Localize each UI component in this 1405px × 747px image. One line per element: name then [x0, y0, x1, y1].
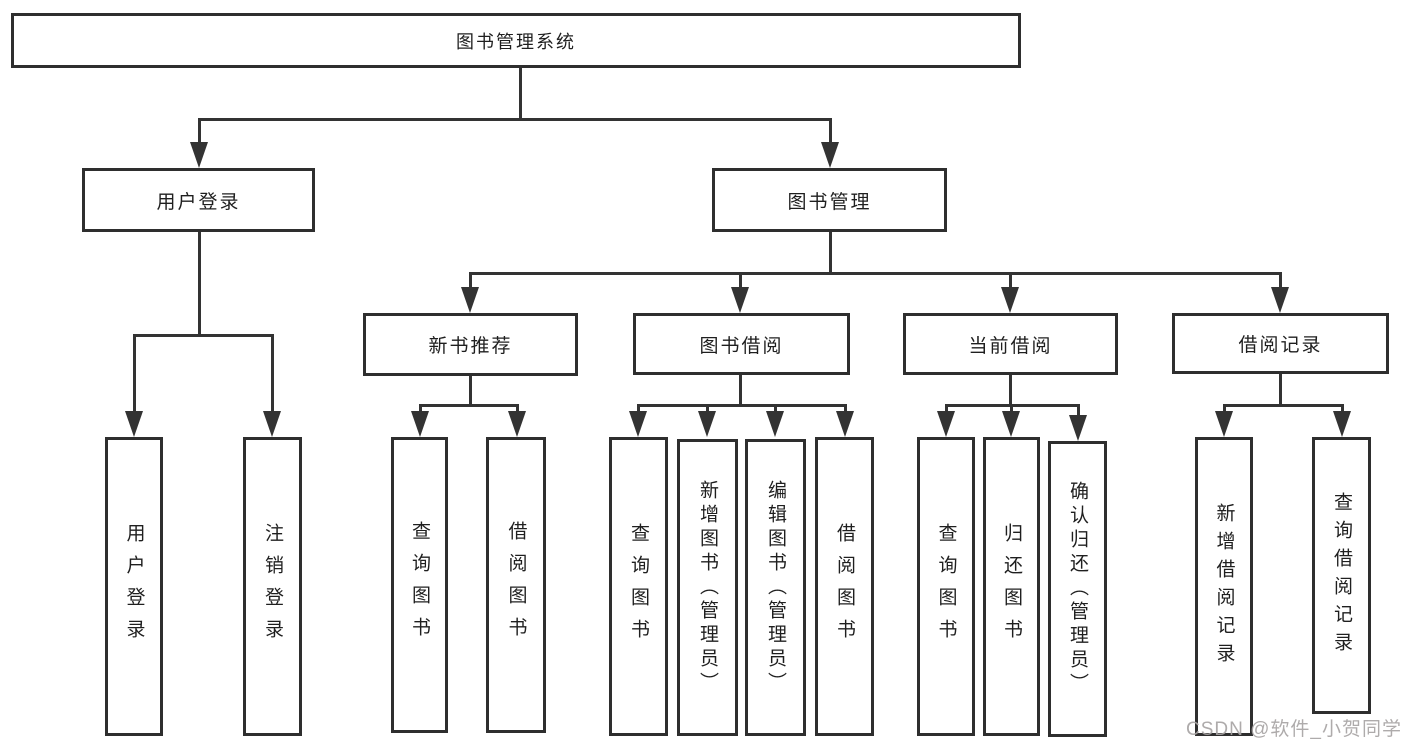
- connector-bookborrow-stem: [739, 375, 742, 407]
- leaf-bb-edit-books-admin: 编辑图书（管理员）: [745, 439, 806, 736]
- arrowhead-nb-borrow: [508, 411, 526, 437]
- connector-userlogin-rail: [133, 334, 274, 337]
- arrowhead-rec-add: [1215, 411, 1233, 437]
- leaf-user-login-label: 用户登录: [123, 522, 145, 651]
- leaf-nb-borrow-books-label: 借阅图书: [505, 521, 527, 649]
- leaf-rec-add-record-label: 新增借阅记录: [1213, 502, 1235, 671]
- leaf-nb-query-books: 查询图书: [391, 437, 448, 733]
- leaf-bb-borrow-books-label: 借阅图书: [834, 522, 855, 651]
- arrowhead-bb-borrow: [836, 411, 854, 437]
- node-book-borrowing-label: 图书借阅: [699, 335, 784, 357]
- arrowhead-new-book: [461, 287, 479, 313]
- connector-drop-book-mgmt: [829, 118, 832, 148]
- arrowhead-cb-return: [1002, 411, 1020, 437]
- node-user-login: 用户登录: [82, 168, 315, 232]
- connector-drop-leaf-login: [133, 334, 136, 412]
- leaf-logout-label: 注销登录: [262, 522, 283, 651]
- arrowhead-bb-edit: [766, 411, 784, 437]
- connector-drop-new-book: [469, 272, 472, 292]
- node-user-login-label: 用户登录: [156, 191, 241, 213]
- connector-drop-leaf-logout: [271, 334, 274, 412]
- node-new-book-recommend-label: 新书推荐: [428, 336, 513, 357]
- node-borrowing-records-label: 借阅记录: [1238, 335, 1323, 356]
- arrowhead-nb-query: [411, 411, 429, 437]
- arrowhead-current-borrow: [1001, 287, 1019, 313]
- node-book-management-label: 图书管理: [787, 191, 872, 213]
- connector-newbook-rail: [419, 404, 519, 407]
- connector-drop-cb-confirm: [1077, 404, 1080, 418]
- arrowhead-bb-add: [698, 411, 716, 437]
- leaf-cb-query-books-label: 查询图书: [935, 522, 957, 651]
- leaf-cb-return-books-label: 归还图书: [1001, 522, 1022, 651]
- leaf-bb-add-books-admin: 新增图书（管理员）: [677, 439, 738, 736]
- arrowhead-cb-confirm: [1069, 415, 1087, 441]
- leaf-bb-edit-books-admin-label: 编辑图书（管理员）: [765, 479, 786, 696]
- connector-userlogin-stem: [198, 232, 201, 337]
- arrowhead-user-login: [190, 142, 208, 168]
- leaf-bb-query-books: 查询图书: [609, 437, 668, 736]
- leaf-bb-borrow-books: 借阅图书: [815, 437, 874, 736]
- connector-drop-current-borrow: [1009, 272, 1012, 292]
- connector-records-rail: [1223, 404, 1344, 407]
- arrowhead-leaf-logout: [263, 411, 281, 437]
- leaf-user-login: 用户登录: [105, 437, 163, 736]
- connector-bookmgmt-rail: [469, 272, 1282, 275]
- arrowhead-borrow-records: [1271, 287, 1289, 313]
- node-new-book-recommend: 新书推荐: [363, 313, 578, 376]
- leaf-cb-return-books: 归还图书: [983, 437, 1040, 736]
- leaf-cb-confirm-return-admin-label: 确认归还（管理员）: [1067, 481, 1088, 697]
- arrowhead-bb-query: [629, 411, 647, 437]
- arrowhead-leaf-login: [125, 411, 143, 437]
- leaf-logout: 注销登录: [243, 437, 302, 736]
- connector-drop-borrow-records: [1279, 272, 1282, 292]
- leaf-bb-add-books-admin-label: 新增图书（管理员）: [697, 479, 718, 696]
- node-book-borrowing: 图书借阅: [633, 313, 850, 375]
- leaf-rec-query-record-label: 查询借阅记录: [1331, 491, 1352, 660]
- leaf-cb-confirm-return-admin: 确认归还（管理员）: [1048, 441, 1107, 737]
- node-current-borrowing: 当前借阅: [903, 313, 1118, 375]
- node-library-system: 图书管理系统: [11, 13, 1021, 68]
- leaf-rec-query-record: 查询借阅记录: [1312, 437, 1371, 714]
- connector-drop-book-borrow: [739, 272, 742, 292]
- connector-bookborrow-rail: [637, 404, 847, 407]
- arrowhead-cb-query: [937, 411, 955, 437]
- csdn-watermark: CSDN @软件_小贺同学: [1186, 719, 1402, 740]
- connector-root-rail: [198, 118, 832, 121]
- leaf-rec-add-record: 新增借阅记录: [1195, 437, 1253, 736]
- node-current-borrowing-label: 当前借阅: [968, 335, 1053, 357]
- arrowhead-book-borrow: [731, 287, 749, 313]
- node-library-system-label: 图书管理系统: [456, 31, 576, 52]
- connector-newbook-stem: [469, 376, 472, 407]
- connector-records-stem: [1279, 374, 1282, 407]
- arrowhead-book-mgmt: [821, 142, 839, 168]
- arrowhead-rec-query: [1333, 411, 1351, 437]
- leaf-nb-query-books-label: 查询图书: [409, 521, 430, 649]
- connector-drop-user-login: [198, 118, 201, 148]
- leaf-nb-borrow-books: 借阅图书: [486, 437, 546, 733]
- leaf-bb-query-books-label: 查询图书: [628, 522, 649, 651]
- node-book-management: 图书管理: [712, 168, 947, 232]
- leaf-cb-query-books: 查询图书: [917, 437, 975, 736]
- connector-bookmgmt-stem: [829, 232, 832, 275]
- connector-root-stem: [519, 68, 522, 120]
- node-borrowing-records: 借阅记录: [1172, 313, 1389, 374]
- connector-currentborrow-stem: [1009, 375, 1012, 407]
